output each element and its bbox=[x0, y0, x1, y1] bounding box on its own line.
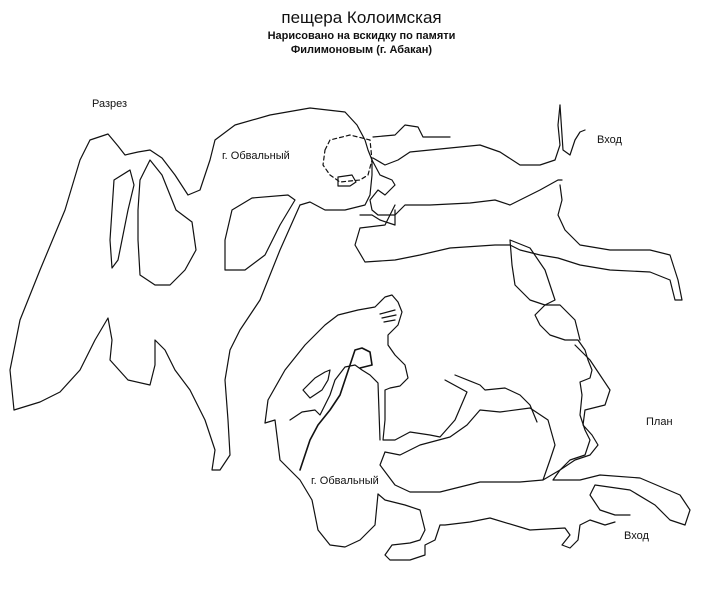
plan-inner-lake bbox=[302, 369, 331, 399]
plan-grotto-label: г. Обвальный bbox=[311, 475, 379, 487]
section-entrance-label: Вход bbox=[597, 134, 622, 146]
section-side-lens bbox=[509, 239, 556, 306]
section-pillar-3 bbox=[224, 194, 296, 271]
section-pillar-1 bbox=[109, 169, 135, 269]
plan-loop-right bbox=[552, 344, 691, 526]
plan-grotto-outline bbox=[264, 294, 468, 441]
plan-wall-detail bbox=[299, 347, 373, 471]
section-small-hole bbox=[337, 174, 357, 187]
map-subtitle-line1: Нарисовано на вскидку по памяти bbox=[267, 30, 456, 42]
section-pillar-2 bbox=[137, 159, 197, 286]
plan-main-passage-top bbox=[384, 304, 593, 481]
plan-entrance-label: Вход bbox=[624, 530, 649, 542]
section-outline-lower bbox=[13, 204, 301, 471]
plan-fissure-marks bbox=[379, 309, 397, 323]
section-passage-mid bbox=[372, 104, 561, 166]
plan-inner-wall bbox=[289, 364, 381, 441]
section-grotto-label: г. Обвальный bbox=[222, 150, 290, 162]
section-bottom-passage bbox=[354, 184, 683, 301]
section-grotto-dashed-outline bbox=[322, 134, 373, 183]
plan-branch-upper bbox=[454, 374, 538, 423]
plan-main-passage-bottom bbox=[379, 451, 544, 493]
plan-lower-passage bbox=[377, 493, 616, 561]
plan-drawing bbox=[264, 294, 691, 561]
plan-grotto-bottom bbox=[264, 419, 379, 548]
section-entrance-branch bbox=[559, 104, 586, 156]
section-label: Разрез bbox=[92, 98, 128, 110]
map-title: пещера Колоимская bbox=[281, 8, 442, 27]
section-lower-pocket bbox=[359, 209, 396, 226]
section-drawing bbox=[9, 104, 683, 471]
map-subtitle-line2: Филимоновым (г. Абакан) bbox=[290, 44, 433, 56]
plan-label: План bbox=[646, 416, 673, 428]
section-passage-lower bbox=[369, 159, 563, 216]
section-outline-upper bbox=[9, 107, 373, 411]
section-passage-top bbox=[372, 124, 451, 138]
